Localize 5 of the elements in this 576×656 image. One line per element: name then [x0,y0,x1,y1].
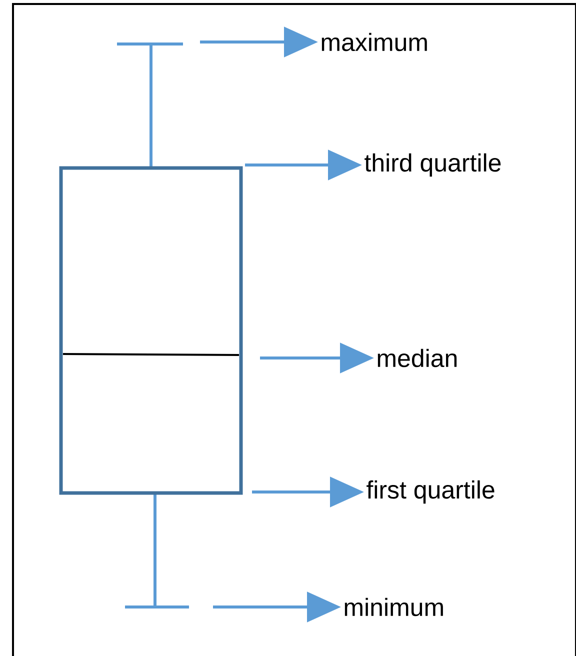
value-label: first quartile [366,480,494,504]
value-label: minimum [344,598,443,616]
value-label: median [378,348,457,368]
value-label: third quartile [364,153,501,177]
value-label: maximum [322,32,427,52]
